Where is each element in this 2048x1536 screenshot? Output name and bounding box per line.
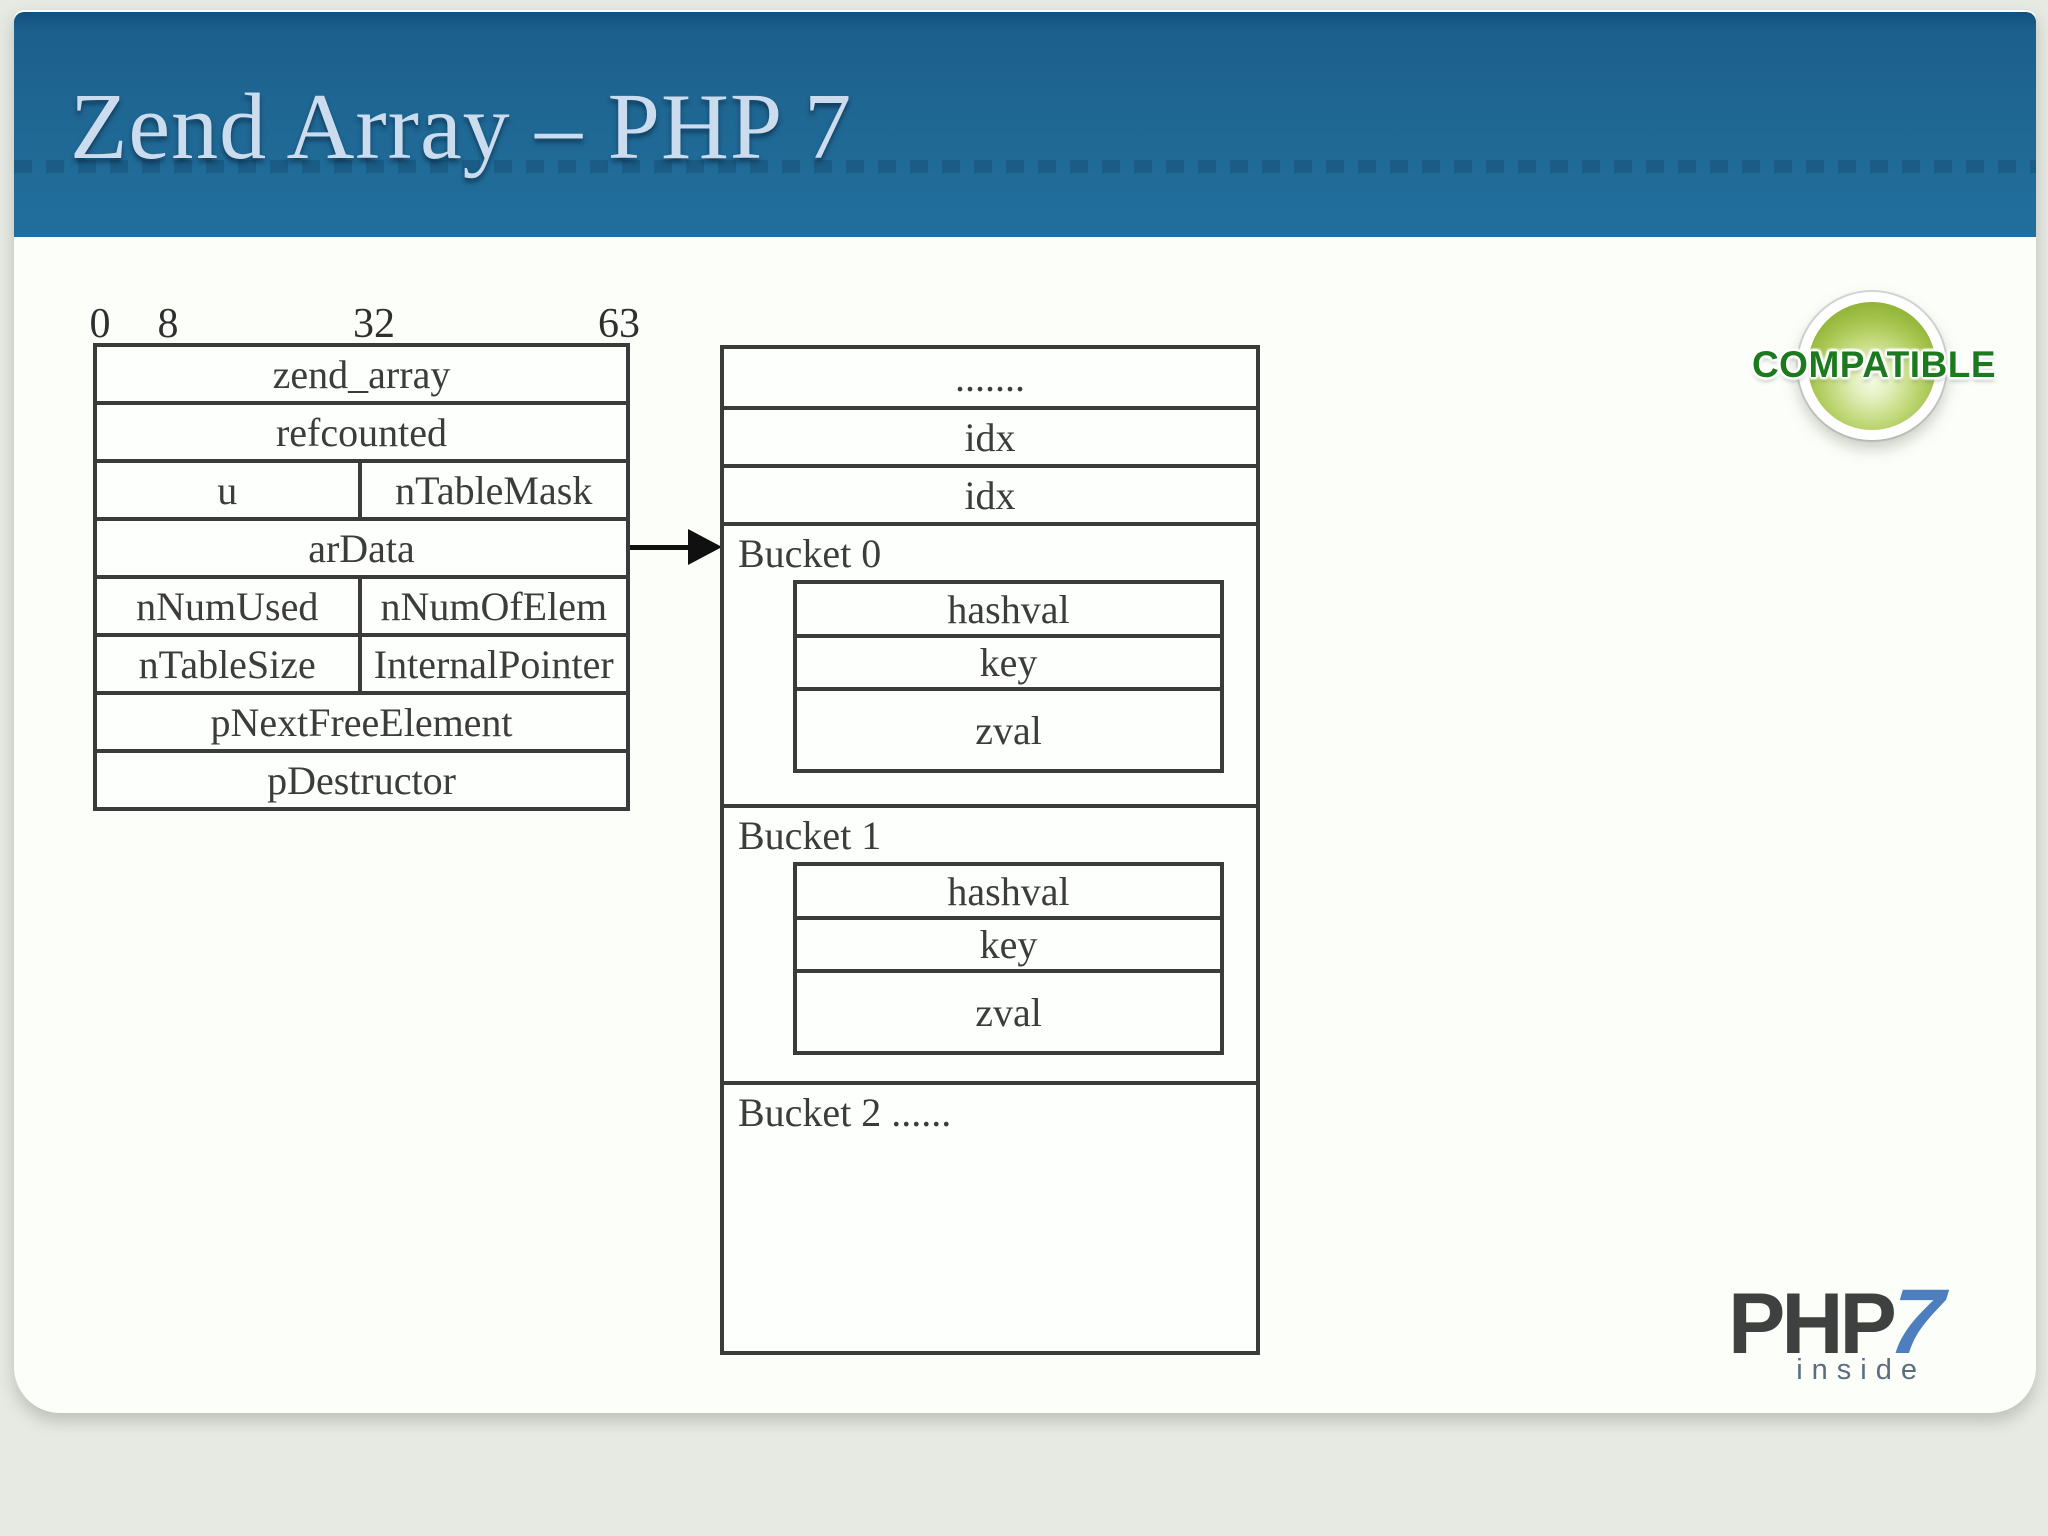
struct-row-ardata: arData — [93, 517, 630, 579]
header-dotted-divider — [14, 160, 2036, 173]
page-title: Zend Array – PHP 7 — [70, 75, 853, 179]
bucket-2-section: Bucket 2 ...... — [724, 1081, 1256, 1351]
struct-cell: refcounted — [275, 409, 447, 455]
bucket-1-section: Bucket 1 hashval key zval — [724, 804, 1256, 1081]
php-logo-inside-text: inside — [1796, 1353, 1926, 1386]
struct-cell-nnumused: nNumUsed — [97, 579, 362, 633]
struct-row-nnumused-nnumofelem: nNumUsed nNumOfElem — [93, 575, 630, 637]
bucket-2-label: Bucket 2 ...... — [738, 1089, 952, 1135]
ardata-pointer-arrow-line — [630, 545, 690, 550]
php-logo-seven: 7 — [1885, 1271, 1948, 1373]
php7-logo-wordmark: PHP7 — [1728, 1271, 1948, 1373]
slide-header: Zend Array – PHP 7 — [14, 12, 2036, 237]
bucket-1-hashval-cell: hashval — [793, 862, 1224, 920]
struct-row-zend-array: zend_array — [93, 343, 630, 405]
struct-cell: zend_array — [272, 351, 451, 397]
struct-cell: pDestructor — [267, 757, 456, 803]
php7-inside-logo: PHP7 inside — [1728, 1271, 1948, 1386]
struct-row-ntablesize-internalpointer: nTableSize InternalPointer — [93, 633, 630, 695]
struct-cell: arData — [308, 525, 415, 571]
bit-offset-label-32: 32 — [353, 301, 395, 347]
compatible-badge-label: COMPATIBLE — [1751, 344, 1997, 385]
struct-cell-ntablesize: nTableSize — [97, 637, 362, 691]
bucket-0-section: Bucket 0 hashval key zval — [724, 522, 1256, 804]
struct-row-refcounted: refcounted — [93, 401, 630, 463]
hash-row-dots: ....... — [955, 355, 1025, 400]
struct-cell-internalpointer: InternalPointer — [373, 641, 614, 687]
ardata-pointer-arrow-head-icon — [688, 529, 722, 565]
bit-offset-label-63: 63 — [598, 301, 640, 347]
bucket-0-label: Bucket 0 — [738, 530, 882, 576]
bucket-1-key-cell: key — [793, 916, 1224, 973]
struct-cell: pNextFreeElement — [210, 699, 513, 745]
bucket-0-inner-table: hashval key zval — [793, 580, 1224, 773]
struct-row-u-ntablemask: u nTableMask — [93, 459, 630, 521]
bucket-0-zval-cell: zval — [793, 687, 1224, 773]
struct-row-pnextfreeelement: pNextFreeElement — [93, 691, 630, 753]
bit-offset-label-8: 8 — [157, 301, 179, 347]
zend-array-struct-table: zend_array refcounted u nTableMask arDat… — [93, 343, 630, 811]
bucket-1-inner-table: hashval key zval — [793, 862, 1224, 1055]
compatible-badge-sphere-icon — [1798, 292, 1946, 440]
bucket-0-key-cell: key — [793, 634, 1224, 691]
bucket-1-label: Bucket 1 — [738, 812, 882, 858]
struct-cell-u: u — [97, 463, 362, 517]
bit-offset-label-0: 0 — [89, 301, 111, 347]
bucket-0-hashval-cell: hashval — [793, 580, 1224, 638]
struct-cell-ntablemask: nTableMask — [395, 467, 593, 513]
hash-bucket-column: ....... idx idx Bucket 0 hashval key zva… — [720, 345, 1260, 1355]
struct-row-pdestructor: pDestructor — [93, 749, 630, 811]
hash-row-idx-1: idx — [724, 406, 1256, 464]
hash-row-idx-2: idx — [724, 464, 1256, 522]
php-logo-text: PHP — [1728, 1276, 1897, 1372]
bucket-1-zval-cell: zval — [793, 969, 1224, 1055]
struct-cell-nnumofelem: nNumOfElem — [380, 583, 608, 629]
